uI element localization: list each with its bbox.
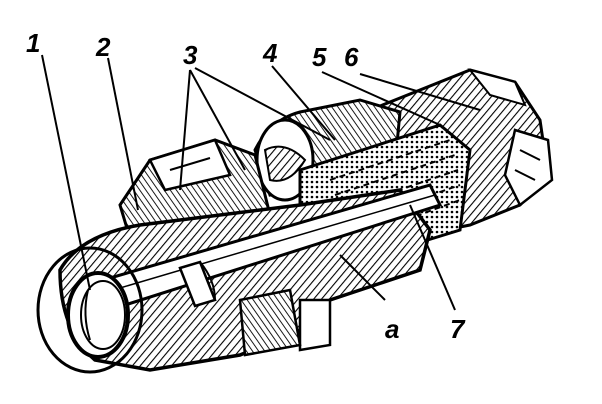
leader-3b — [189, 69, 246, 171]
label-7: 7 — [450, 314, 466, 344]
leader-3c — [194, 67, 331, 141]
label-6: 6 — [344, 42, 359, 72]
leader-2 — [107, 57, 139, 211]
leader-3a — [179, 69, 191, 191]
label-1: 1 — [26, 28, 40, 58]
leader-6 — [359, 73, 481, 111]
label-2: 2 — [95, 32, 111, 62]
label-3: 3 — [183, 40, 198, 70]
leader-a — [339, 254, 386, 301]
label-a: a — [385, 314, 399, 344]
leader-lines — [41, 54, 481, 311]
leader-1 — [41, 54, 91, 291]
label-4: 4 — [262, 38, 278, 68]
label-5: 5 — [312, 42, 327, 72]
leader-7 — [409, 204, 456, 311]
leader-5 — [321, 71, 441, 126]
leader-4 — [271, 65, 336, 141]
left-bore-opening — [36, 246, 144, 374]
